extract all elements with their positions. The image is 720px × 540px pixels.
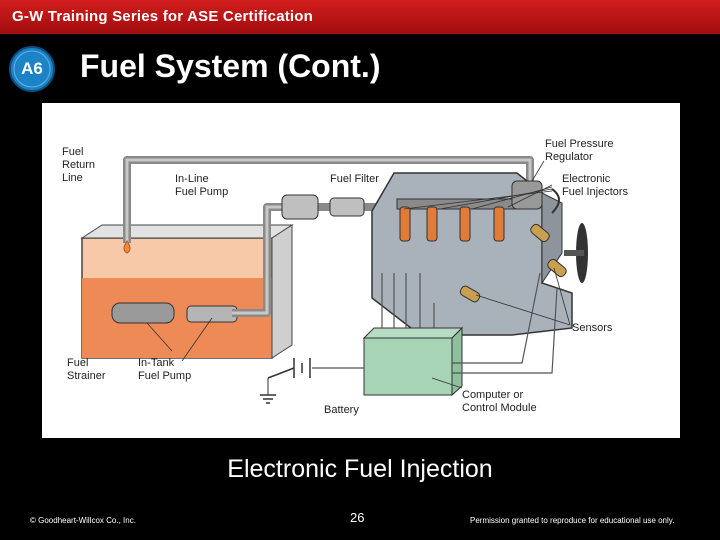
label-injectors-1: Electronic [562, 173, 611, 185]
label-fuel-return-3: Line [62, 172, 83, 184]
label-inline-pump-1: In-Line [175, 173, 209, 185]
figure-caption: Electronic Fuel Injection [227, 455, 493, 483]
a6-badge-icon [9, 46, 55, 92]
inline-fuel-pump [281, 194, 319, 220]
label-fpr-2: Regulator [545, 151, 593, 163]
permission-text: Permission granted to reproduce for educ… [470, 516, 675, 525]
wiring [267, 272, 558, 395]
control-module [362, 326, 464, 397]
engine-block [371, 172, 573, 336]
fuel-tank [80, 224, 294, 359]
header-bar [0, 0, 720, 34]
label-injectors-2: Fuel Injectors [562, 186, 629, 198]
fuel-injection-diagram: Fuel Return Line In-Line Fuel Pump Fuel … [42, 103, 680, 438]
label-computer-1: Computer or [462, 389, 523, 401]
page-number: 26 [350, 510, 365, 525]
badge-label: A6 [21, 59, 43, 78]
label-sensors: Sensors [572, 322, 613, 334]
label-intank-1: In-Tank [138, 357, 175, 369]
fuel-injectors [399, 206, 505, 242]
series-title: G-W Training Series for ASE Certificatio… [12, 8, 314, 25]
label-strainer-2: Strainer [67, 370, 106, 382]
label-fuel-return-1: Fuel [62, 146, 83, 158]
label-fuel-return-2: Return [62, 159, 95, 171]
label-intank-2: Fuel Pump [138, 370, 191, 382]
label-battery: Battery [324, 404, 359, 416]
copyright-text: © Goodheart-Willcox Co., Inc. [30, 516, 136, 525]
fuel-pressure-regulator [511, 180, 543, 210]
label-inline-pump-2: Fuel Pump [175, 186, 228, 198]
slide-title: Fuel System (Cont.) [80, 48, 381, 84]
battery [260, 358, 311, 404]
fuel-filter [329, 197, 365, 217]
label-fpr-1: Fuel Pressure [545, 138, 613, 150]
label-strainer-1: Fuel [67, 357, 88, 369]
label-computer-2: Control Module [462, 402, 537, 414]
sensors [459, 223, 567, 303]
label-fuel-filter: Fuel Filter [330, 173, 379, 185]
leader-lines [146, 160, 571, 389]
